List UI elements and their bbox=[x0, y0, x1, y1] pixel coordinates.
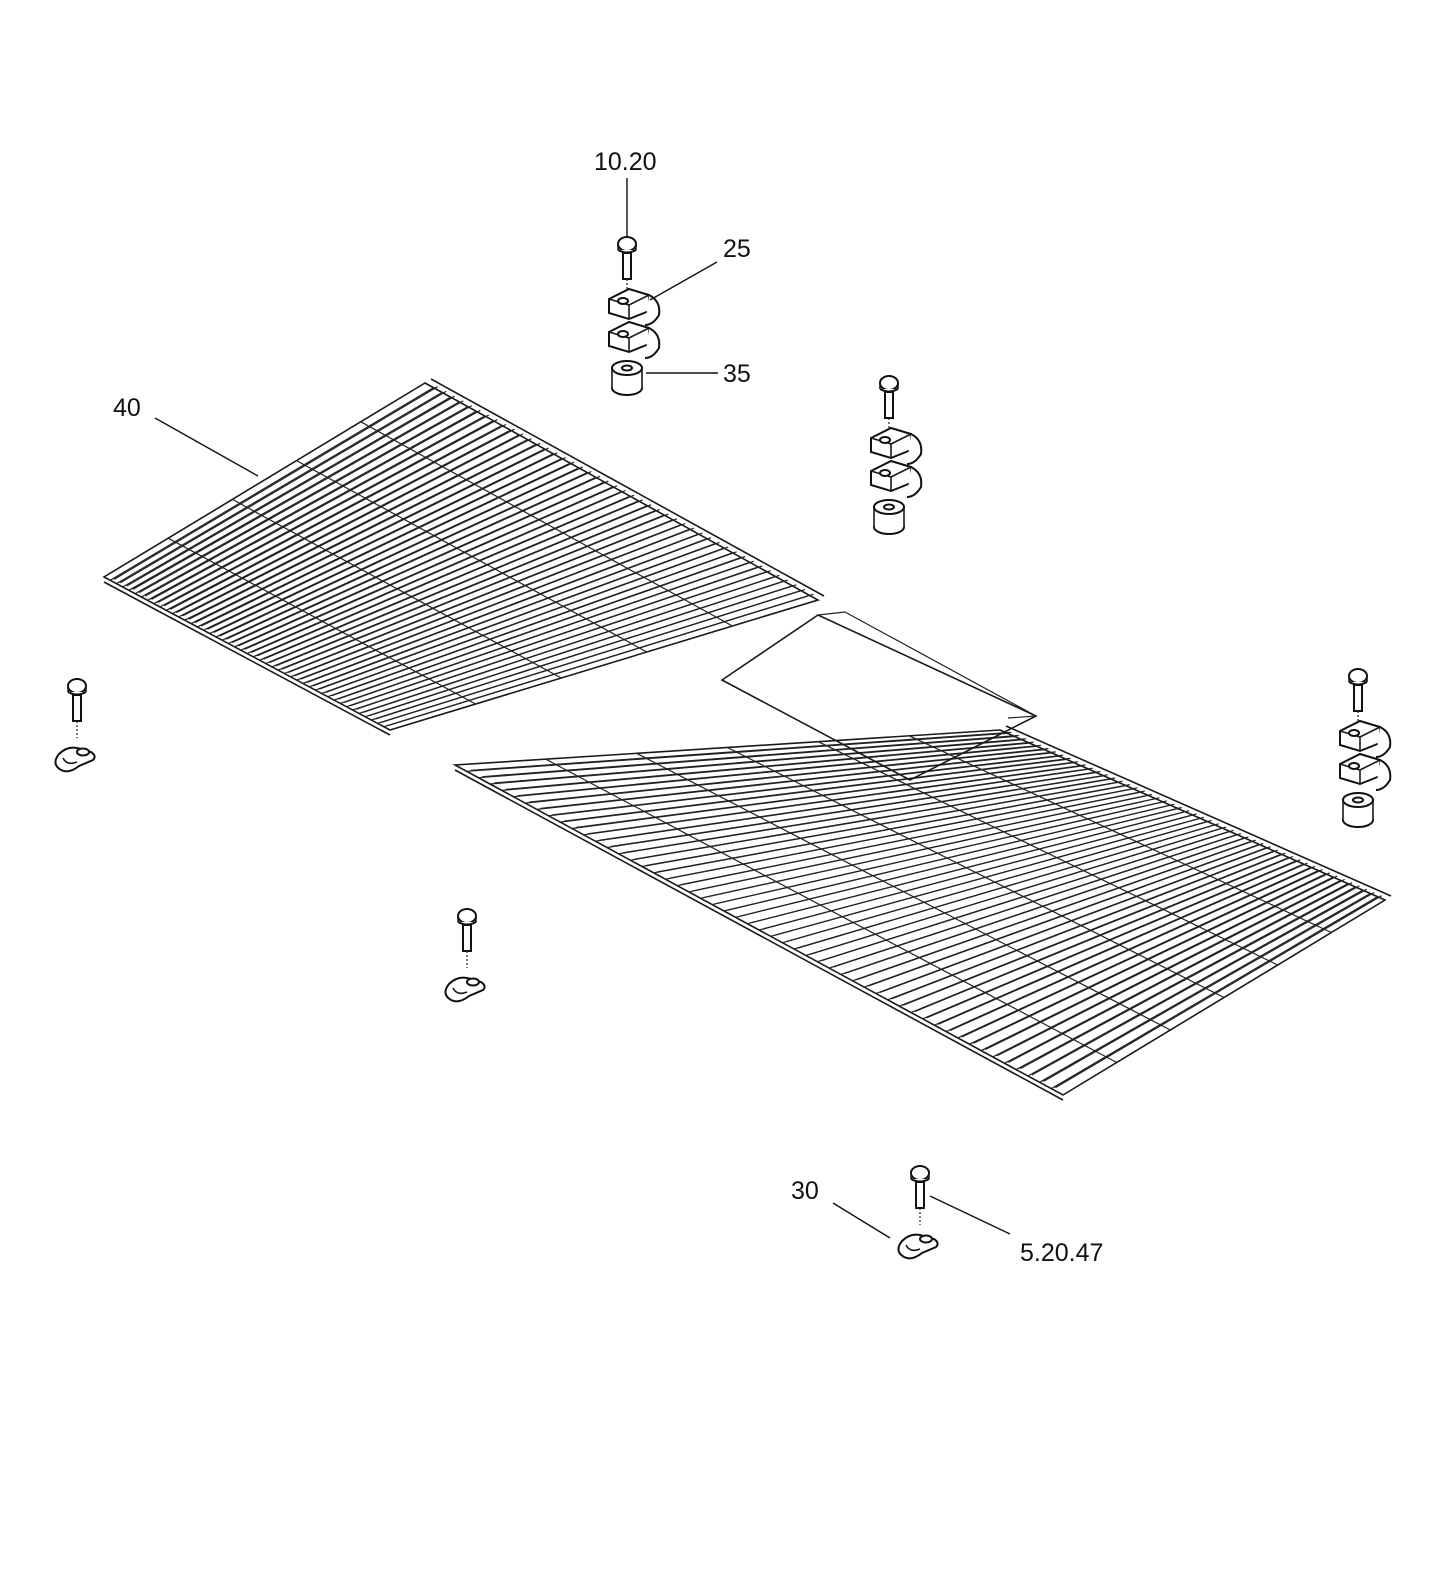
callouts: 10.20 25 35 40 30 5.20.47 bbox=[113, 148, 1103, 1267]
callout-spacer: 35 bbox=[723, 360, 751, 388]
hardware-stack-right bbox=[1339, 668, 1392, 828]
leader-lines bbox=[154, 178, 1011, 1239]
clip-set-center bbox=[444, 908, 486, 1003]
leader-bolt-bottom bbox=[929, 1195, 1011, 1235]
hardware-stack-top bbox=[608, 236, 661, 396]
callout-grating: 40 bbox=[113, 394, 141, 422]
hardware-stack-middle bbox=[870, 375, 923, 535]
leader-clamp bbox=[649, 261, 718, 301]
leader-clip bbox=[832, 1202, 891, 1239]
grating-panel-right bbox=[452, 725, 1392, 1101]
leader-grating bbox=[154, 417, 259, 477]
grating-panel-assembly bbox=[102, 378, 1392, 1101]
callout-bolt-top: 10.20 bbox=[594, 148, 657, 176]
cover-plate bbox=[720, 611, 1038, 781]
grating-panel-left bbox=[102, 378, 825, 736]
callout-bolt-bottom: 5.20.47 bbox=[1020, 1239, 1103, 1267]
clip-set-left bbox=[54, 678, 96, 773]
callout-clip: 30 bbox=[791, 1177, 819, 1205]
clip-set-bottom bbox=[897, 1165, 939, 1260]
callout-clamp: 25 bbox=[723, 235, 751, 263]
